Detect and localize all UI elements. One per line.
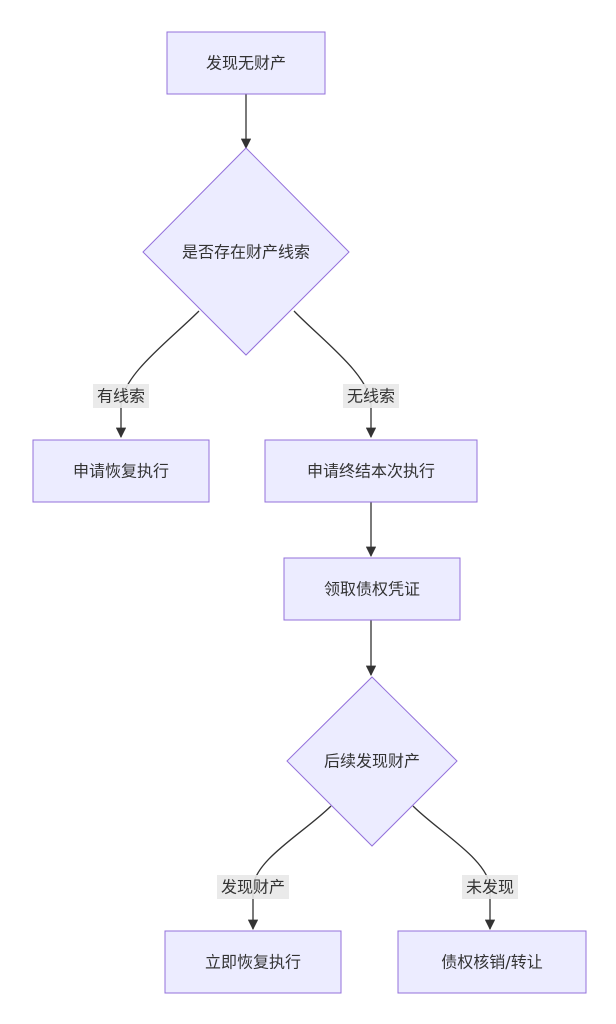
edge-decision2-to-write-off (412, 805, 496, 931)
edge-decision-to-resume (115, 310, 200, 439)
node-decision-later: 后续发现财产 (286, 676, 458, 847)
edge-decision2-to-resume-now (247, 805, 332, 931)
node-resume-now: 立即恢复执行 (164, 930, 342, 994)
node-resume-now-label: 立即恢复执行 (205, 953, 301, 972)
node-start: 发现无财产 (166, 31, 326, 95)
node-apply-resume-label: 申请恢复执行 (73, 462, 169, 481)
node-decision-later-label: 后续发现财产 (324, 752, 420, 771)
node-get-certificate: 领取债权凭证 (283, 557, 461, 621)
node-get-certificate-label: 领取债权凭证 (324, 580, 420, 599)
edge-label-not-found: 未发现 (466, 878, 514, 897)
node-write-off: 债权核销/转让 (397, 930, 587, 994)
node-apply-terminate-label: 申请终结本次执行 (307, 462, 435, 481)
node-start-label: 发现无财产 (206, 54, 286, 73)
edge-label-found: 发现财产 (221, 878, 285, 897)
node-decision-clues: 是否存在财产线索 (142, 147, 350, 356)
edge-label-has-clues: 有线索 (97, 387, 145, 406)
node-write-off-label: 债权核销/转让 (441, 953, 542, 972)
node-decision-clues-label: 是否存在财产线索 (182, 243, 310, 262)
edge-labels: 有线索 无线索 发现财产 未发现 (93, 384, 518, 899)
edge-decision-to-terminate (293, 310, 377, 439)
node-apply-resume: 申请恢复执行 (32, 439, 210, 503)
edge-label-no-clues: 无线索 (347, 387, 395, 406)
node-apply-terminate: 申请终结本次执行 (264, 439, 478, 503)
